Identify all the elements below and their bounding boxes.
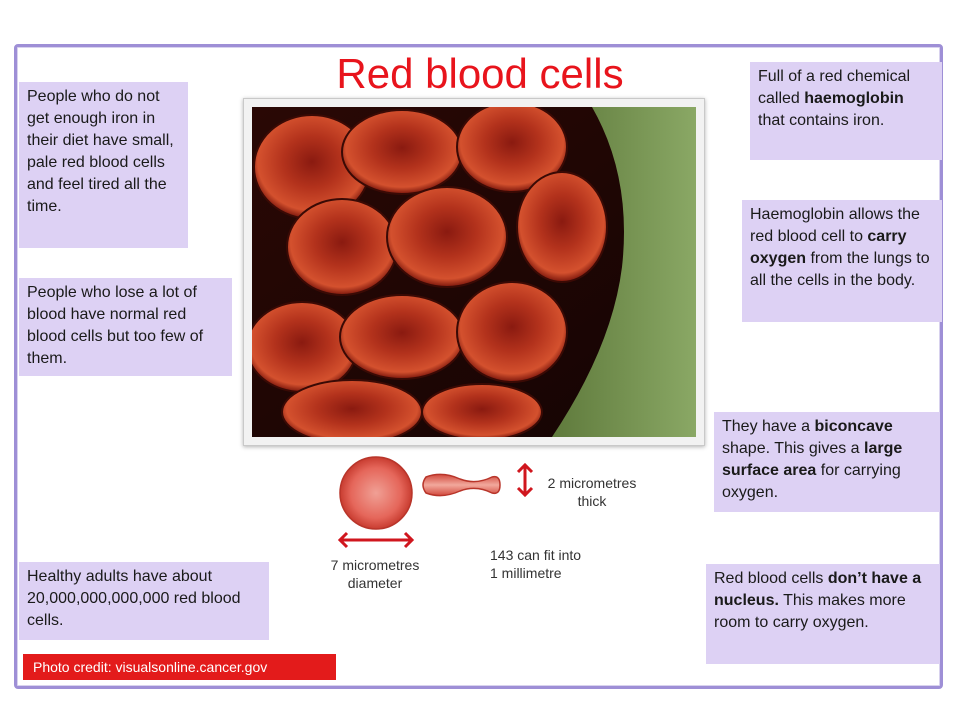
page-title: Red blood cells: [336, 50, 624, 97]
fit-caption-line1: 143 can fit into: [490, 547, 582, 563]
blood-loss-text: People who lose a lot of blood have norm…: [27, 284, 204, 367]
nucleus-text-pre: Red blood cells: [714, 570, 828, 587]
oxygen-text-pre: Haemoglobin allows the red blood cell to: [750, 206, 920, 245]
haemoglobin-box: Full of a red chemical called haemoglobi…: [750, 62, 942, 160]
biconcave-text-mid: shape. This gives a: [722, 440, 865, 457]
diameter-arrow-icon: [337, 531, 415, 549]
cell-diagram: [339, 456, 501, 530]
biconcave-text-pre: They have a: [722, 418, 815, 435]
blood-cells-image: [252, 107, 696, 437]
oxygen-text-post: from the lungs to all the cells in the b…: [750, 250, 930, 289]
haemoglobin-text-pre: Full of a red chemical called: [758, 68, 911, 107]
thickness-caption: 2 micrometres thick: [536, 474, 648, 510]
thickness-caption-line2: thick: [577, 493, 607, 509]
thickness-arrow-icon: [516, 462, 534, 498]
iron-diet-text: People who do not get enough iron in the…: [27, 88, 174, 215]
slide-frame: [14, 44, 943, 689]
oxygen-text-bold: carry oxygen: [750, 228, 907, 267]
nucleus-box: Red blood cells don’t have a nucleus. Th…: [706, 564, 940, 664]
healthy-adults-text: Healthy adults have about 20,000,000,000…: [27, 568, 241, 629]
nucleus-text-bold: don’t have a nucleus.: [714, 570, 922, 609]
biconcave-box: They have a biconcave shape. This gives …: [714, 412, 940, 512]
iron-diet-box: People who do not get enough iron in the…: [19, 82, 188, 248]
blood-loss-box: People who lose a lot of blood have norm…: [19, 278, 232, 376]
haemoglobin-text-bold: haemoglobin: [804, 90, 904, 107]
blood-cells-photo: [243, 98, 705, 446]
biconcave-text-bold: biconcave: [814, 418, 893, 435]
haemoglobin-text-post: that contains iron.: [758, 112, 885, 129]
cell-face-view: [339, 456, 413, 530]
diameter-caption-line2: diameter: [347, 575, 403, 591]
healthy-adults-box: Healthy adults have about 20,000,000,000…: [19, 562, 269, 640]
cell-side-view: [422, 473, 501, 497]
fit-caption: 143 can fit into 1 millimetre: [490, 546, 630, 582]
diameter-caption-line1: 7 micrometres: [330, 557, 420, 573]
biconcave-text-post: for carrying oxygen.: [722, 462, 901, 501]
thickness-caption-line1: 2 micrometres: [547, 475, 637, 491]
diameter-caption: 7 micrometres diameter: [316, 556, 434, 592]
photo-credit: Photo credit: visualsonline.cancer.gov: [23, 654, 336, 680]
oxygen-box: Haemoglobin allows the red blood cell to…: [742, 200, 942, 322]
surface-area-text-bold: large surface area: [722, 440, 903, 479]
fit-caption-line2: 1 millimetre: [490, 565, 562, 581]
nucleus-text-post: This makes more room to carry oxygen.: [714, 592, 906, 631]
